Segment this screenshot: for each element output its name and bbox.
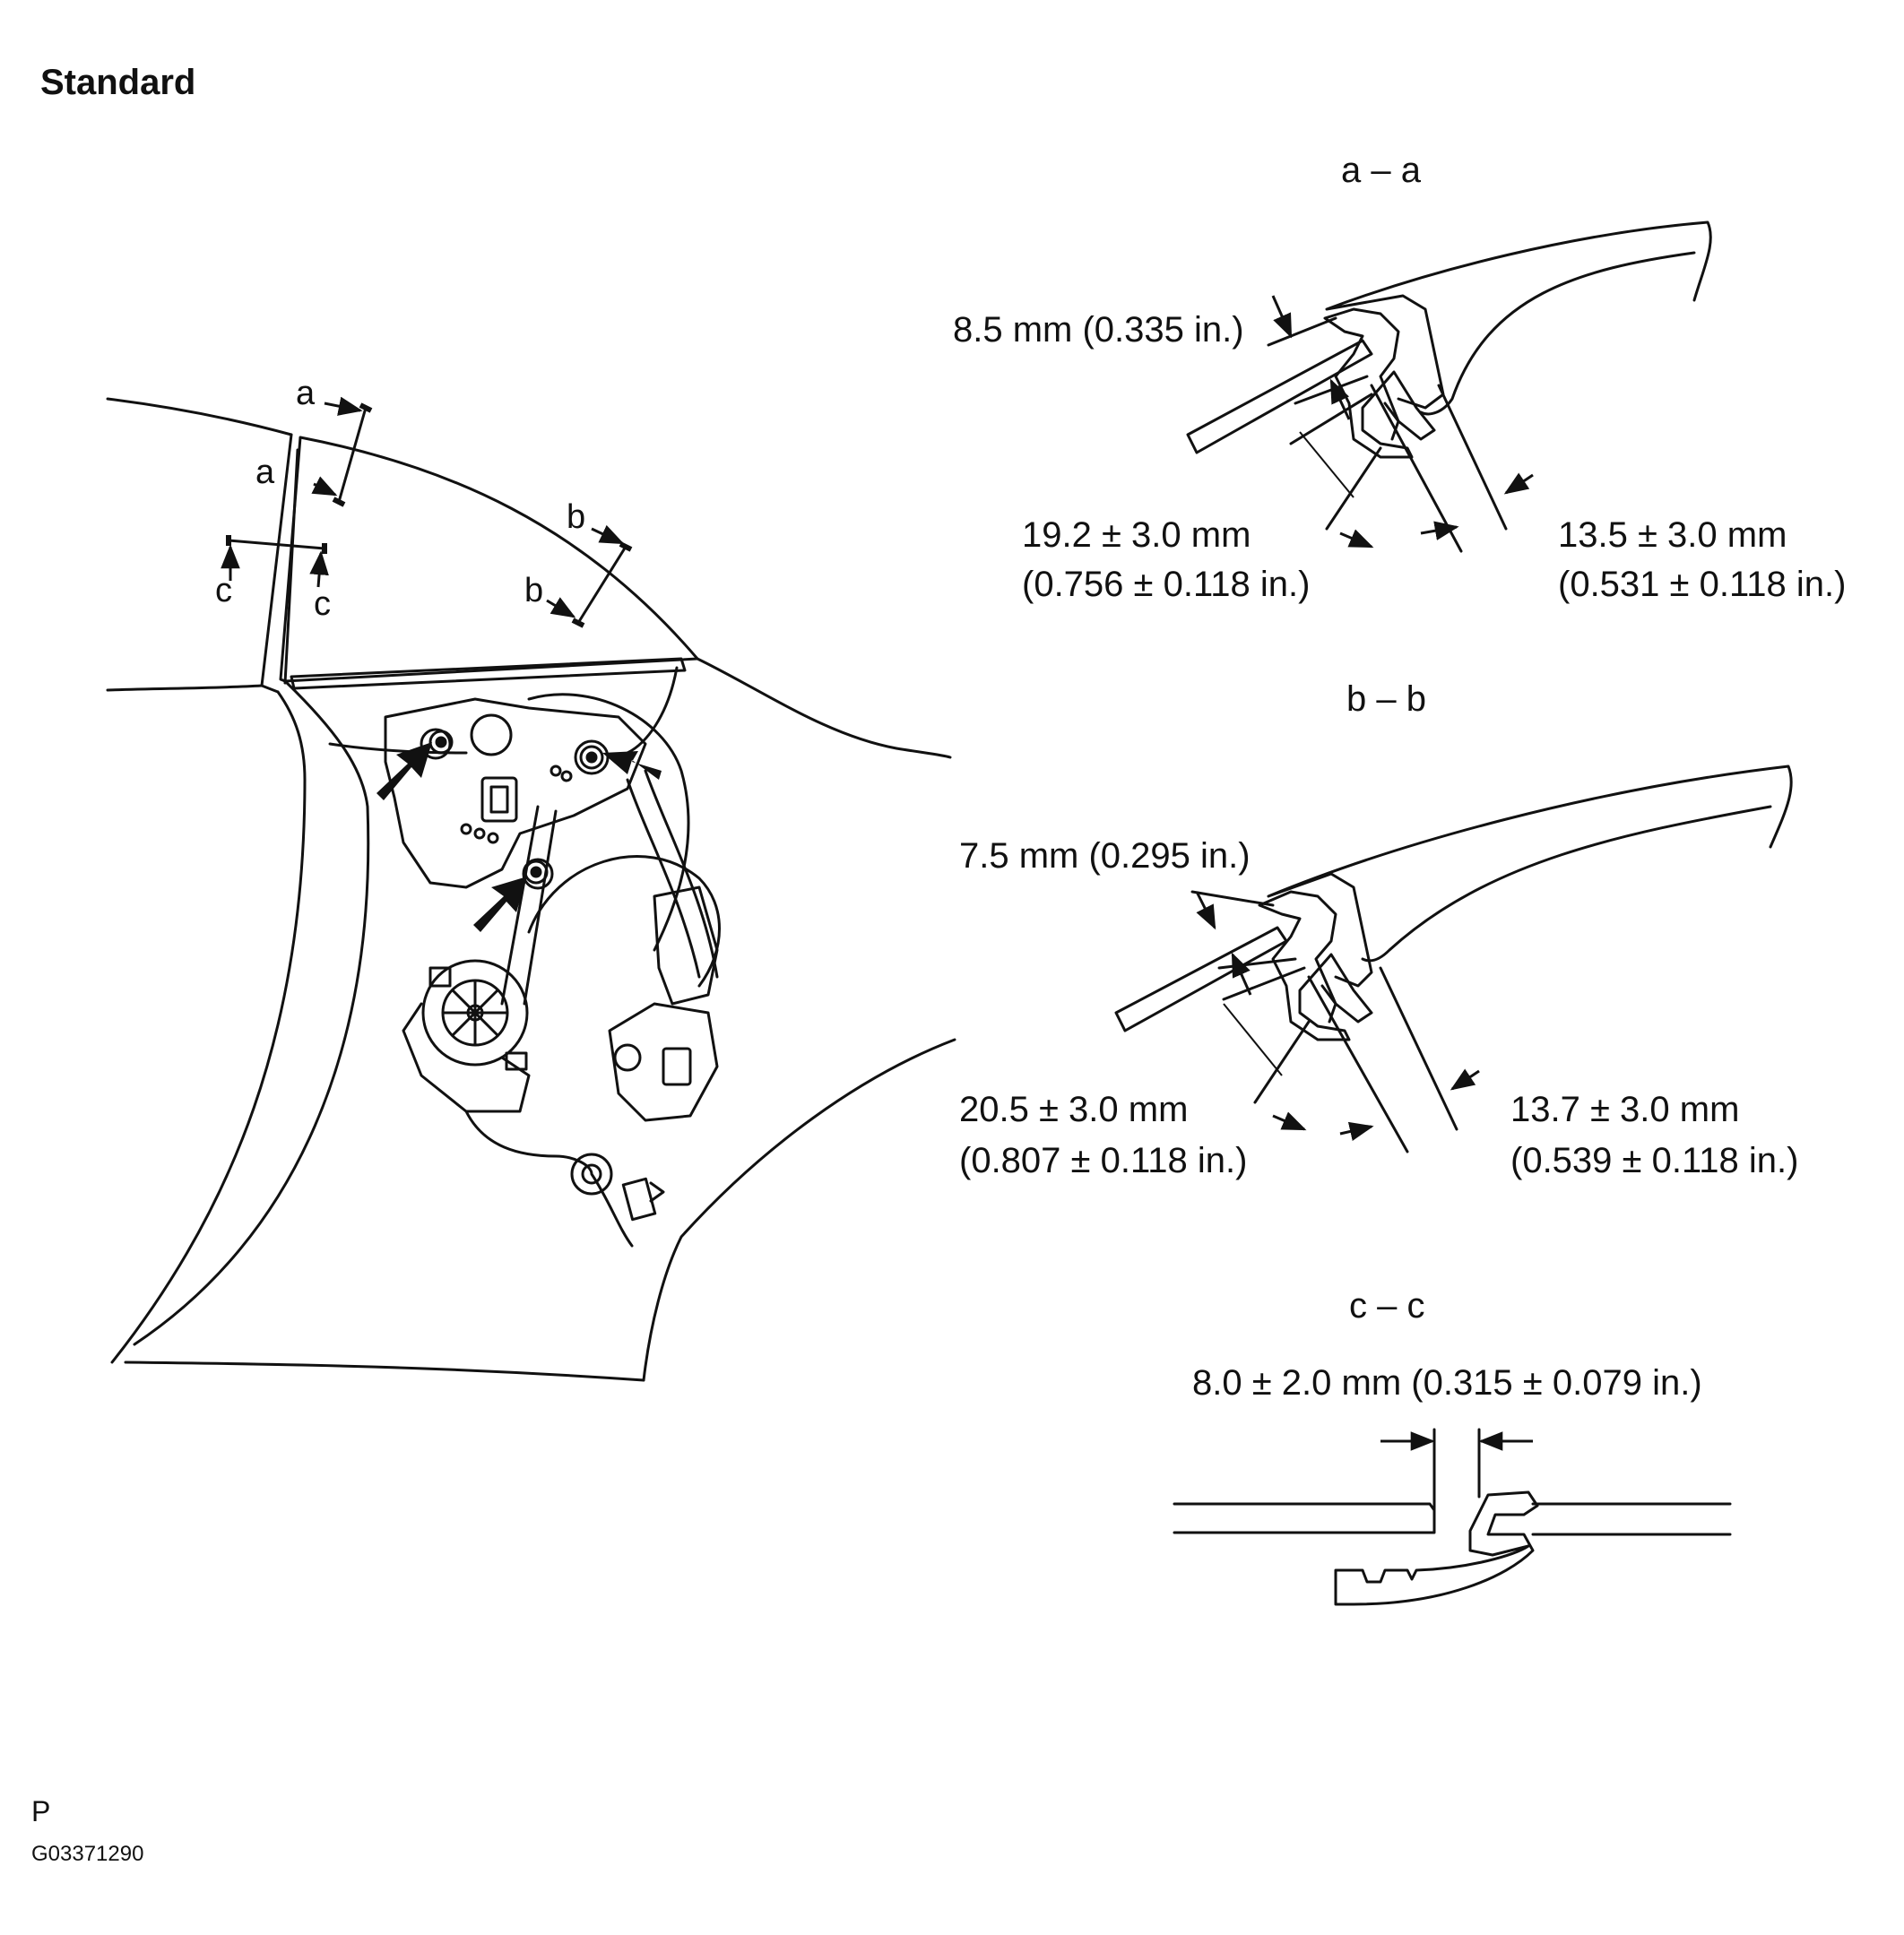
section-cut-markers (221, 396, 633, 628)
section-aa-seal (1323, 307, 1436, 459)
bolt-head-2 (579, 745, 604, 770)
section-cc-right-panel (1531, 1502, 1732, 1536)
cut-label-a-top: a (296, 375, 316, 412)
section-aa-title: a – a (1341, 151, 1421, 190)
lower-pulley-bracket (608, 1002, 719, 1122)
section-cc-title: c – c (1349, 1286, 1425, 1326)
door-front-edge (110, 690, 307, 1364)
figure-id: G03371290 (31, 1842, 144, 1866)
door-front-edge-inner (133, 679, 370, 1346)
section-bb-drawing (1114, 764, 1793, 1153)
motor-housing (421, 959, 529, 1067)
roof-line (106, 397, 293, 436)
door-rear-edge (642, 1038, 956, 1382)
window-glass-outline (279, 436, 699, 683)
section-aa-left-dimension-mm: 19.2 ± 3.0 mm (1022, 515, 1251, 555)
section-aa-gap-dimension: 8.5 mm (0.335 in.) (953, 310, 1244, 350)
bolt-callout-arrows (376, 742, 662, 932)
section-cc-left-panel (1173, 1502, 1436, 1534)
door-bottom-edge (124, 1361, 645, 1382)
section-aa-right-dimension-mm: 13.5 ± 3.0 mm (1558, 515, 1787, 555)
section-aa-drawing (1186, 220, 1712, 553)
bolt-head-3 (524, 860, 549, 885)
bolt-head-1 (428, 730, 454, 755)
window-regulator-assembly (384, 693, 721, 1248)
section-bb-left-dimension-mm: 20.5 ± 3.0 mm (959, 1090, 1189, 1129)
body-shoulder-left (106, 684, 264, 692)
section-bb-seal (1258, 890, 1373, 1041)
regulator-rail-right (626, 769, 719, 979)
section-aa-dimension-arrows (1271, 295, 1534, 549)
callout-arrow-2 (602, 751, 662, 780)
cut-line-c (228, 539, 325, 550)
belt-molding (290, 657, 687, 690)
section-bb-left-dimension-in: (0.807 ± 0.118 in.) (959, 1141, 1248, 1180)
section-cc-drawing (1173, 1428, 1732, 1606)
callout-arrow-1 (376, 742, 432, 800)
section-bb-right-dimension-mm: 13.7 ± 3.0 mm (1510, 1090, 1740, 1129)
right-guide-bracket (653, 885, 719, 1006)
window-glass-inner-edge (283, 448, 299, 685)
section-bb-title: b – b (1346, 679, 1426, 719)
cut-label-b-bottom: b (524, 572, 544, 609)
regulator-cable-lower (527, 855, 721, 988)
cut-label-a-bottom: a (255, 454, 275, 491)
inner-panel-recess (328, 666, 679, 755)
motor-wire-harness (464, 1110, 634, 1248)
cut-line-b (576, 546, 627, 624)
section-bb-glass (1114, 926, 1288, 1032)
page-title: Standard (40, 63, 196, 102)
cut-label-c-right: c (314, 585, 331, 623)
cut-label-b-top: b (567, 498, 586, 536)
regulator-cable-upper (527, 693, 690, 952)
section-aa-weatherstrip (1325, 220, 1712, 410)
body-shoulder-right (696, 657, 952, 759)
regulator-carrier-plate (384, 697, 647, 889)
callout-arrow-3 (473, 877, 527, 932)
section-bb-weatherstrip (1267, 764, 1793, 988)
footer-code: P (31, 1795, 51, 1827)
section-aa-glass (1186, 339, 1373, 454)
cut-line-a (337, 407, 368, 503)
section-bb-gap-dimension: 7.5 mm (0.295 in.) (959, 836, 1251, 876)
section-aa-left-dimension-in: (0.756 ± 0.118 in.) (1022, 565, 1311, 604)
cut-label-c-left: c (215, 572, 232, 609)
bolt-heads (428, 730, 604, 885)
section-bb-dimension-arrows (1195, 891, 1480, 1141)
section-cc-dimension: 8.0 ± 2.0 mm (0.315 ± 0.079 in.) (1192, 1363, 1702, 1403)
section-aa-right-dimension-in: (0.531 ± 0.118 in.) (1558, 565, 1847, 604)
door-panel-overview (106, 397, 956, 1382)
section-cc-clip (1334, 1490, 1539, 1606)
section-bb-right-dimension-in: (0.539 ± 0.118 in.) (1510, 1141, 1799, 1180)
